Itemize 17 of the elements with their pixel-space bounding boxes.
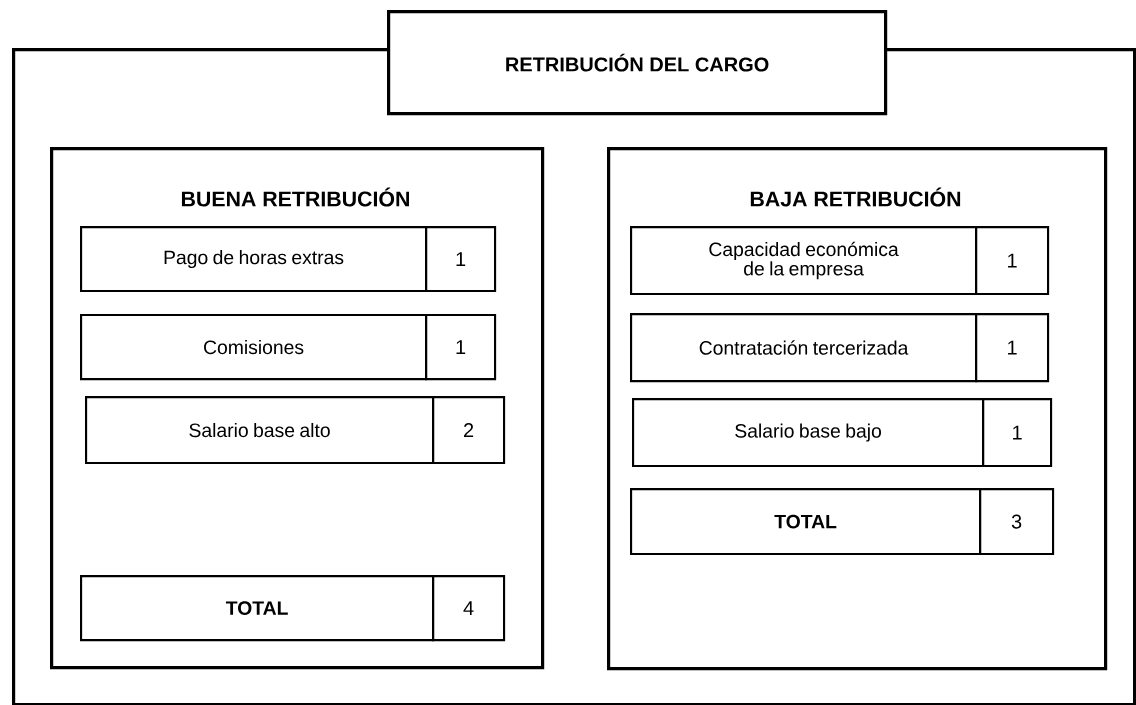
total-box: TOTAL [80,575,435,642]
item-box: Salario base bajo [632,398,985,468]
score-box: 1 [975,226,1050,296]
item-box: Salario base alto [85,396,435,465]
item-box: Comisiones [80,314,428,381]
score-box: 3 [979,488,1055,556]
score-box: 2 [432,396,506,465]
title-box: RETRIBUCIÓN DEL CARGO [387,10,888,116]
score-box: 1 [425,226,497,293]
score-box: 4 [432,575,506,642]
score-box: 1 [975,313,1050,383]
score-box: 1 [982,398,1053,468]
item-box: Capacidad económica de la empresa [630,226,978,296]
item-box: Pago de horas extras [80,226,428,293]
score-box: 1 [425,314,497,381]
total-box: TOTAL [630,488,982,556]
item-box: Contratación tercerizada [630,313,978,383]
